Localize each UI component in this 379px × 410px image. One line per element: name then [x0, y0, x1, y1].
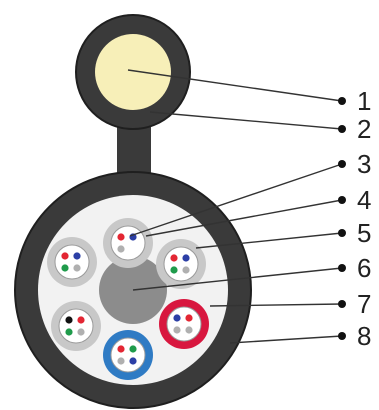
optical-fiber — [61, 252, 69, 260]
callout-dot-4 — [338, 196, 346, 204]
optical-fiber — [173, 314, 181, 322]
loose-tube — [103, 218, 153, 268]
callout-3: 3 — [129, 149, 371, 237]
optical-fiber — [73, 264, 81, 272]
optical-fiber — [129, 357, 137, 365]
optical-fiber — [185, 314, 193, 322]
optical-fiber — [73, 252, 81, 260]
optical-fiber — [185, 326, 193, 334]
callout-4: 4 — [145, 185, 371, 237]
callout-dot-3 — [338, 160, 346, 168]
callout-dot-6 — [338, 264, 346, 272]
optical-fiber — [117, 357, 125, 365]
callout-label-6: 6 — [357, 253, 371, 283]
leader-line-4 — [145, 199, 343, 237]
callout-label-1: 1 — [357, 86, 371, 116]
optical-fiber — [117, 245, 125, 253]
leader-line-1 — [127, 69, 343, 102]
tube-inner — [163, 246, 199, 282]
callout-group: 1 2 3 4 5 — [127, 69, 371, 351]
callout-dot-2 — [338, 125, 346, 133]
leader-line-2 — [149, 111, 343, 130]
callout-label-3: 3 — [357, 149, 371, 179]
optical-fiber — [170, 266, 178, 274]
callout-label-5: 5 — [357, 218, 371, 248]
callout-8: 8 — [229, 321, 371, 351]
leader-line-3 — [129, 163, 343, 237]
callout-7: 7 — [209, 289, 371, 319]
loose-tube — [47, 237, 97, 287]
loose-tube — [51, 301, 101, 351]
loose-tube — [103, 330, 153, 380]
optical-fiber — [117, 345, 125, 353]
messenger-steel-wire — [95, 34, 171, 110]
optical-fiber — [170, 254, 178, 262]
optical-fiber — [77, 328, 85, 336]
callout-dot-5 — [338, 229, 346, 237]
loose-tube — [156, 239, 206, 289]
leader-line-6 — [132, 267, 343, 291]
leader-line-5 — [195, 232, 343, 249]
tube-inner — [110, 225, 146, 261]
callout-5: 5 — [195, 218, 371, 249]
callout-2: 2 — [149, 111, 371, 144]
callout-label-2: 2 — [357, 114, 371, 144]
optical-fiber — [182, 254, 190, 262]
optical-fiber — [182, 266, 190, 274]
tube-inner — [58, 308, 94, 344]
callout-label-7: 7 — [357, 289, 371, 319]
callout-label-4: 4 — [357, 185, 371, 215]
optical-fiber — [61, 264, 69, 272]
tube-inner — [110, 337, 146, 373]
tube-inner — [54, 244, 90, 280]
callout-dot-8 — [338, 332, 346, 340]
optical-fiber — [173, 326, 181, 334]
callout-1: 1 — [127, 69, 371, 116]
loose-tube — [159, 299, 209, 349]
leader-line-7 — [209, 303, 343, 307]
callout-label-8: 8 — [357, 321, 371, 351]
callout-dot-1 — [338, 97, 346, 105]
optical-fiber — [117, 233, 125, 241]
optical-fiber — [65, 316, 73, 324]
callout-dot-7 — [338, 300, 346, 308]
loose-tubes — [47, 218, 209, 380]
optical-fiber — [77, 316, 85, 324]
callout-6: 6 — [132, 253, 371, 291]
leader-line-8 — [229, 335, 343, 344]
tube-inner — [166, 306, 202, 342]
optical-fiber — [65, 328, 73, 336]
optical-fiber — [129, 345, 137, 353]
